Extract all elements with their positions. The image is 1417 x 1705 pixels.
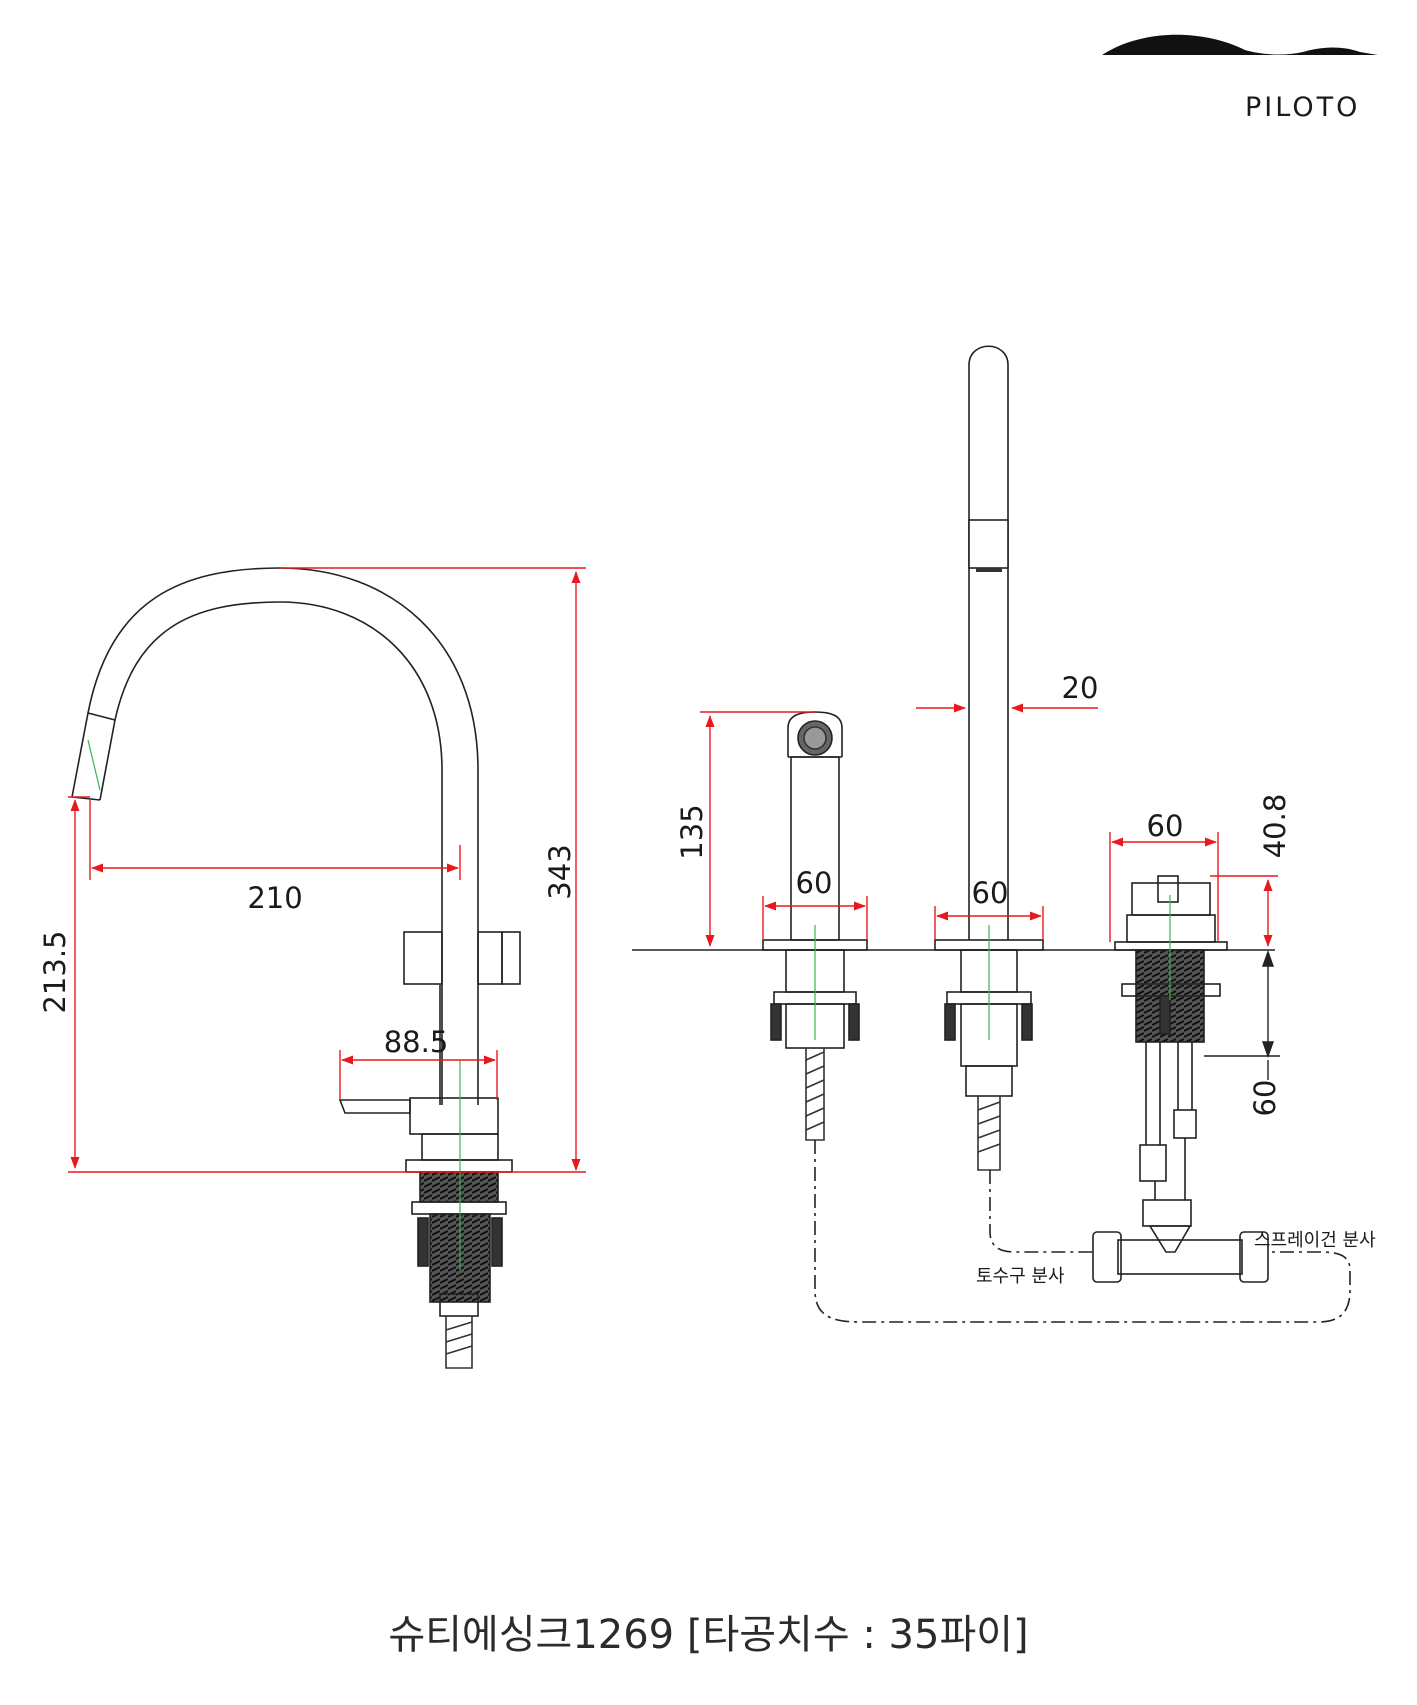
valve-knob <box>1131 882 1211 916</box>
dim-center-base: 60 <box>972 876 1009 910</box>
center-spout-view <box>934 345 1044 1171</box>
dim-right-width: 60 <box>1147 809 1184 843</box>
brand-name: PILOTO <box>1245 92 1361 123</box>
valve-view <box>1092 875 1269 1283</box>
dim-spray-height: 135 <box>675 804 709 859</box>
spout-inner <box>99 601 443 1105</box>
main-faucet-view <box>71 567 521 1369</box>
note-spray-gun-branch: 스프레이건 분사 <box>1254 1230 1376 1251</box>
dim-right-shank: 60 <box>1248 1080 1282 1117</box>
lever <box>338 1099 411 1114</box>
centerlines-left <box>87 739 461 1270</box>
dims-left <box>68 567 586 1173</box>
tee-top <box>1142 1199 1192 1227</box>
spray-body <box>790 756 840 941</box>
dims-right <box>700 703 1278 947</box>
dim-right-knob-height: 40.8 <box>1258 794 1292 859</box>
centerlines-right <box>814 895 1171 1040</box>
main-base <box>405 1159 513 1173</box>
dim-spout-height: 343 <box>543 844 577 899</box>
dim-spout-reach: 210 <box>247 881 302 915</box>
dim-hose-diameter: 20 <box>1062 671 1099 705</box>
hose-lines <box>814 1140 1351 1323</box>
caption: 슈티에싱크1269 [타공치수 : 35파이] <box>388 1612 1029 1658</box>
dim-outlet-height: 213.5 <box>38 930 72 1013</box>
center-tube <box>968 345 1009 940</box>
dim-spray-base: 60 <box>796 866 833 900</box>
dim-handle-length: 88.5 <box>384 1025 449 1059</box>
handle-block <box>403 931 443 985</box>
dim-shank <box>1204 949 1280 1080</box>
brand-logo-wave <box>1102 34 1378 55</box>
tee-body <box>1117 1239 1243 1275</box>
note-spout-branch: 토수구 분사 <box>976 1266 1065 1287</box>
